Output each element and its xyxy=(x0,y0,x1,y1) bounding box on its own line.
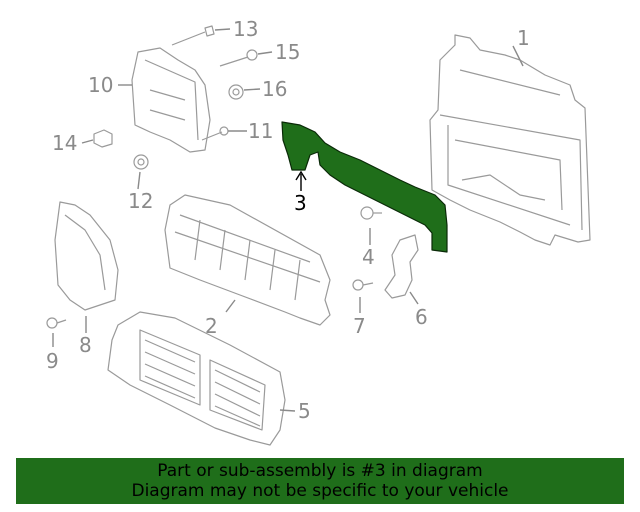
leader-lines xyxy=(52,28,524,412)
parts-diagram: 1 2 3 4 5 6 7 8 9 10 11 12 13 14 15 16 xyxy=(46,17,591,446)
part-5-lower-grille xyxy=(107,311,286,446)
fastener-4-screw xyxy=(360,206,382,220)
callout-4: 4 xyxy=(362,245,375,269)
part-1-radiator-support xyxy=(429,34,591,246)
callout-13: 13 xyxy=(233,17,258,41)
part-10-bracket xyxy=(131,47,211,153)
fastener-13-bolt xyxy=(171,25,215,46)
part-3-seal-highlighted xyxy=(281,121,448,253)
part-info-banner: Part or sub-assembly is #3 in diagram Di… xyxy=(16,458,624,504)
callout-12: 12 xyxy=(128,189,153,213)
callout-16: 16 xyxy=(262,77,287,101)
callout-10: 10 xyxy=(88,73,113,97)
fastener-7-screw xyxy=(352,279,374,291)
part-6-bracket xyxy=(384,234,419,299)
callout-1: 1 xyxy=(517,26,530,50)
fastener-11-bolt xyxy=(201,126,229,141)
callout-9: 9 xyxy=(46,349,59,373)
fastener-16-nut xyxy=(228,84,244,100)
banner-line-2: Diagram may not be specific to your vehi… xyxy=(131,481,509,501)
fastener-15-bolt xyxy=(219,49,258,67)
fastener-9-screw xyxy=(46,317,67,329)
fastener-14-clip xyxy=(93,129,113,148)
part-2-air-deflector xyxy=(164,194,331,326)
callout-15: 15 xyxy=(275,40,300,64)
callout-5: 5 xyxy=(298,399,311,423)
callout-2: 2 xyxy=(205,314,218,338)
callout-14: 14 xyxy=(52,131,77,155)
callout-7: 7 xyxy=(353,314,366,338)
fastener-12-nut xyxy=(133,154,149,170)
callout-11: 11 xyxy=(248,119,273,143)
callout-6: 6 xyxy=(415,305,428,329)
part-8-air-guide xyxy=(54,201,119,311)
banner-line-1: Part or sub-assembly is #3 in diagram xyxy=(157,461,483,481)
callout-8: 8 xyxy=(79,333,92,357)
callout-3: 3 xyxy=(294,191,307,215)
